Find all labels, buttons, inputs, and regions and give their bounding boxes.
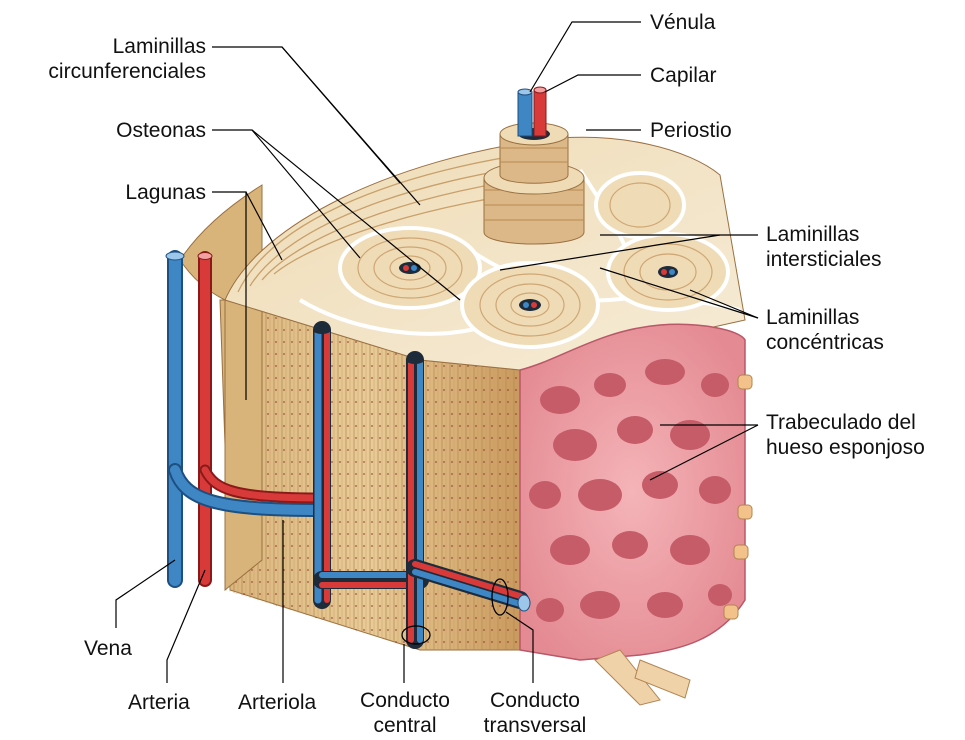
label-lagunas: Lagunas: [60, 180, 206, 205]
label-line: hueso esponjoso: [766, 435, 925, 460]
label-laminillas-concentricas: Laminillas concéntricas: [766, 305, 884, 355]
osteon-4: [596, 173, 684, 237]
label-conducto-transversal: Conducto transversal: [470, 688, 600, 738]
label-line: concéntricas: [766, 330, 884, 355]
label-trabeculado: Trabeculado del hueso esponjoso: [766, 410, 925, 460]
label-line: transversal: [470, 713, 600, 738]
label-line: intersticiales: [766, 247, 882, 272]
label-osteonas: Osteonas: [60, 118, 206, 143]
label-line: central: [340, 713, 470, 738]
osteon-2: [462, 263, 598, 347]
label-venula: Vénula: [650, 10, 715, 35]
venule-vessel: [518, 92, 532, 136]
label-line: circunferenciales: [10, 59, 206, 84]
label-laminillas-circunferenciales: Laminillas circunferenciales: [10, 34, 206, 84]
label-line: Laminillas: [10, 34, 206, 59]
label-line: Laminillas: [766, 305, 884, 330]
label-arteria: Arteria: [128, 690, 190, 715]
label-line: Conducto: [470, 688, 600, 713]
label-conducto-central: Conducto central: [340, 688, 470, 738]
label-line: Laminillas: [766, 222, 882, 247]
label-arteriola: Arteriola: [238, 690, 316, 715]
label-capilar: Capilar: [650, 63, 717, 88]
capillary-vessel: [534, 90, 546, 136]
label-line: Trabeculado del: [766, 410, 925, 435]
label-vena: Vena: [84, 636, 132, 661]
compact-bone-side-face: [180, 185, 262, 590]
osteon-1: [340, 228, 480, 308]
label-line: Conducto: [340, 688, 470, 713]
label-periostio: Periostio: [650, 118, 732, 143]
spongy-bone: [520, 324, 752, 705]
label-laminillas-intersticiales: Laminillas intersticiales: [766, 222, 882, 272]
